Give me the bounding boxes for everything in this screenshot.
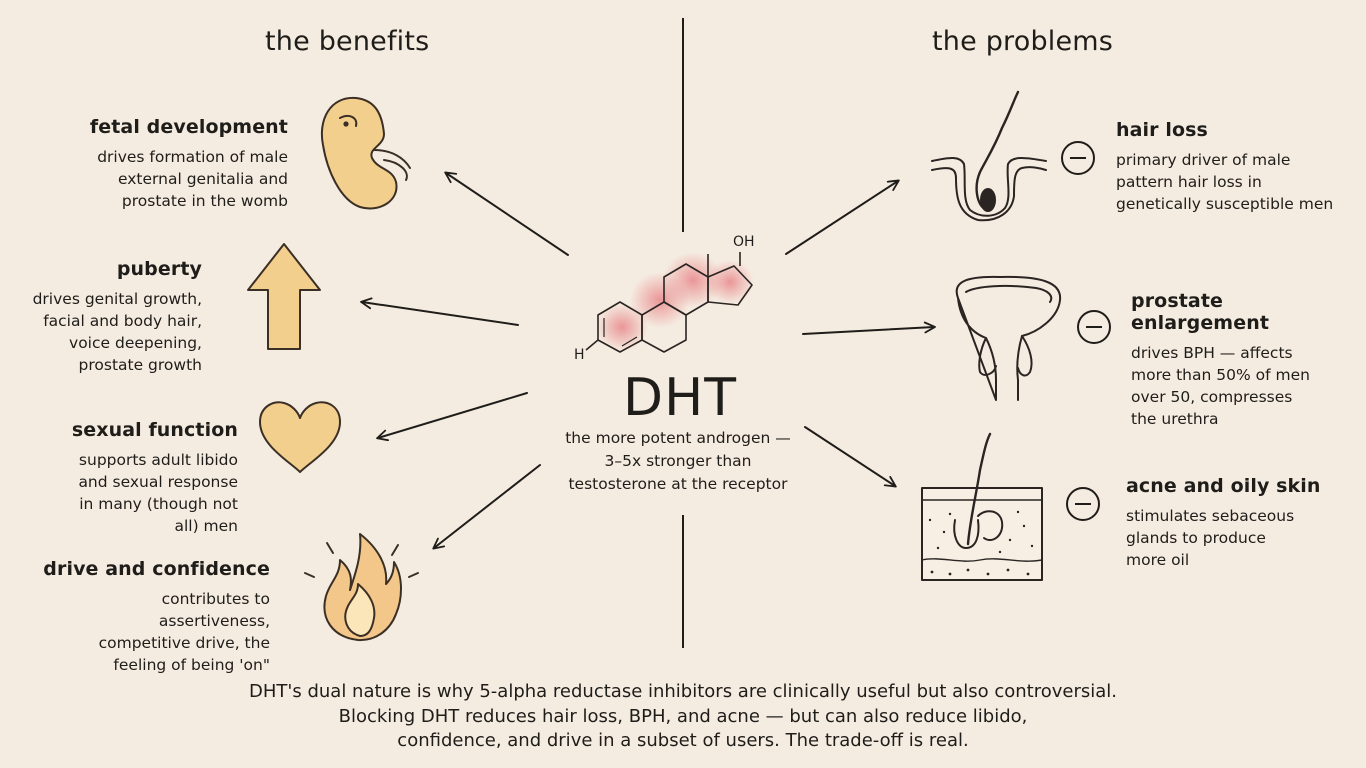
dht-title: DHT (623, 368, 737, 428)
benefit-description: drives formation of male external genita… (97, 148, 288, 210)
arrow-to-drive-and-confidence (432, 464, 541, 550)
benefit-heading: fetal development (89, 116, 288, 138)
problem-heading: acne and oily skin (1126, 475, 1321, 497)
arrow-to-puberty (360, 297, 519, 326)
hair-follicle-icon (931, 90, 1047, 222)
footer-summary: DHT's dual nature is why 5-alpha reducta… (249, 681, 1117, 751)
benefit-description: supports adult libido and sexual respons… (78, 451, 238, 535)
problem-prostate-enlargement: prostate enlargement drives BPH — affect… (1131, 290, 1361, 430)
benefits-title: the benefits (265, 26, 430, 57)
molecule-label-oh: OH (733, 234, 755, 250)
arrow-to-fetal-development (444, 171, 569, 256)
molecule-label-h: H (574, 347, 585, 363)
problem-description: drives BPH — affects more than 50% of me… (1131, 344, 1310, 428)
benefit-description: drives genital growth, facial and body h… (32, 290, 202, 374)
dht-molecule-icon: OH H (574, 234, 755, 363)
problem-acne-and-oily-skin: acne and oily skin stimulates sebaceous … (1126, 475, 1356, 571)
benefit-heading: sexual function (71, 419, 238, 441)
fetus-icon (320, 96, 411, 210)
problem-description: primary driver of male pattern hair loss… (1116, 151, 1334, 213)
minus-icon (1077, 310, 1111, 344)
heart-icon (259, 401, 341, 473)
benefit-heading: puberty (116, 258, 202, 280)
flame-icon (304, 533, 419, 642)
sebaceous-gland-icon (921, 432, 1043, 581)
arrow-up-icon (247, 243, 321, 350)
benefit-drive-and-confidence: drive and confidence contributes to asse… (30, 558, 270, 676)
arrow-to-hair-loss (785, 179, 900, 255)
benefit-description: contributes to assertiveness, competitiv… (98, 590, 270, 674)
benefit-sexual-function: sexual function supports adult libido an… (18, 419, 238, 537)
arrow-to-acne (804, 426, 897, 488)
problem-heading: hair loss (1116, 119, 1208, 141)
problem-heading: prostate enlargement (1131, 290, 1269, 334)
problem-hair-loss: hair loss primary driver of male pattern… (1116, 119, 1356, 215)
minus-icon (1066, 487, 1100, 521)
problems-title: the problems (932, 26, 1114, 57)
dht-description: the more potent androgen — 3–5x stronger… (565, 429, 791, 493)
prostate-icon (955, 275, 1062, 401)
benefit-fetal-development: fetal development drives formation of ma… (48, 116, 288, 212)
minus-icon (1061, 141, 1095, 175)
arrow-to-prostate-enlargement (802, 321, 936, 335)
benefit-heading: drive and confidence (43, 558, 270, 580)
problem-description: stimulates sebaceous glands to produce m… (1126, 507, 1295, 569)
benefit-puberty: puberty drives genital growth, facial an… (0, 258, 202, 376)
arrow-to-sexual-function (376, 392, 528, 442)
